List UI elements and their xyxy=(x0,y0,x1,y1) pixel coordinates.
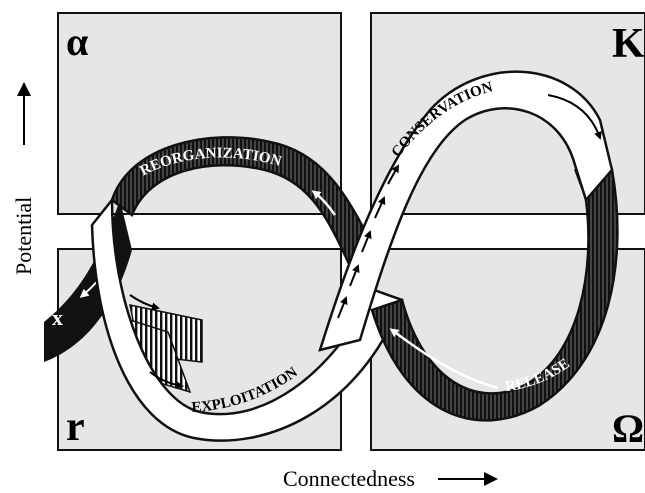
exploitation-arrow-lower xyxy=(149,371,184,389)
x-axis-arrow-head xyxy=(484,472,498,486)
reorganization-arrow xyxy=(311,190,337,216)
flow-arrow-2 xyxy=(349,264,360,287)
flow-arrow-5 xyxy=(387,164,399,185)
exploitation-arrow-upper xyxy=(129,294,160,311)
omega-symbol: Ω xyxy=(612,406,644,451)
r-symbol: r xyxy=(66,404,85,450)
flow-arrow-3 xyxy=(361,230,372,253)
release-band xyxy=(370,167,619,422)
y-axis-arrow-head xyxy=(17,82,31,96)
alpha-symbol: α xyxy=(66,19,88,64)
flow-arrows-diagonal xyxy=(337,164,399,319)
release-arrow xyxy=(389,328,499,390)
conservation-arrow xyxy=(547,94,602,140)
k-symbol: K xyxy=(612,21,645,67)
flow-arrow-4 xyxy=(374,196,386,219)
exit-x-label: x xyxy=(52,305,63,330)
x-axis-label: Connectedness xyxy=(283,466,415,491)
flow-arrow-1 xyxy=(337,296,348,319)
y-axis-label: Potential xyxy=(11,197,36,275)
